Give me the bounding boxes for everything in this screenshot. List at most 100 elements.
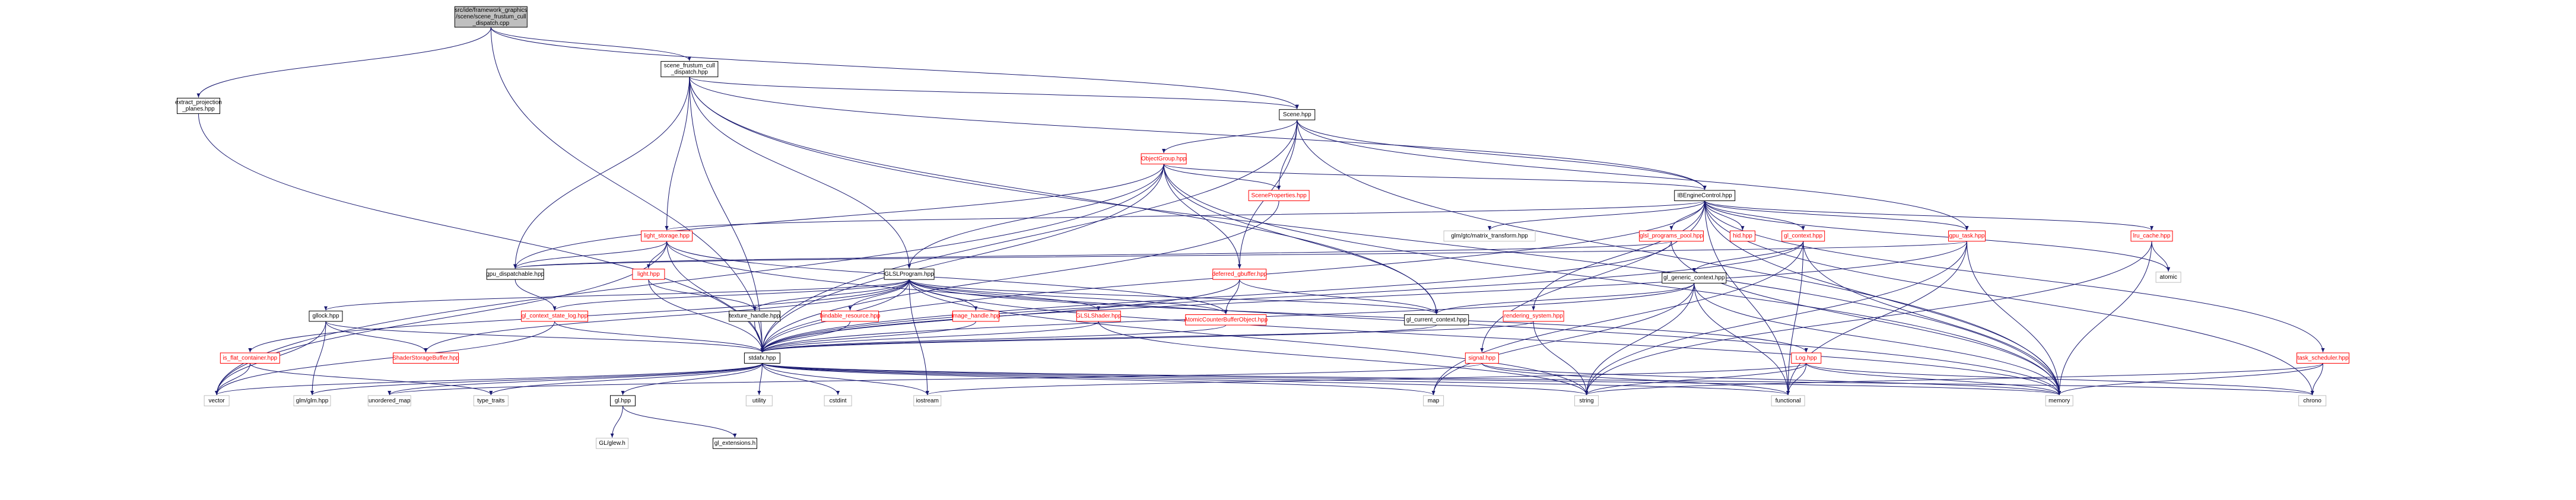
edge-deferred-to-glcurctx [1239, 279, 1438, 314]
edge-glctx-to-memory [1803, 241, 2062, 395]
dependency-edge [1694, 283, 2062, 395]
node-label: gl_context.hpp [1784, 233, 1822, 240]
node-texhandle[interactable]: texture_handle.hpp [729, 310, 781, 322]
node-ssbo[interactable]: ShaderStorageBuffer.hpp [392, 352, 459, 364]
node-string[interactable]: string [1574, 395, 1599, 406]
node-sceneprops[interactable]: SceneProperties.hpp [1248, 190, 1310, 202]
node-root[interactable]: src/ide/framework_graphics/scene/scene_f… [454, 6, 528, 28]
node-chrono[interactable]: chrono [2298, 395, 2327, 406]
dependency-edge [215, 363, 250, 395]
node-rendsys[interactable]: rendering_system.hpp [1503, 310, 1564, 322]
node-memory[interactable]: memory [2045, 395, 2073, 406]
node-label: is_flat_container.hpp [223, 355, 277, 361]
node-hid[interactable]: hid.hpp [1730, 230, 1756, 242]
node-glctx[interactable]: gl_context.hpp [1781, 230, 1825, 242]
node-umap[interactable]: unordered_map [367, 395, 411, 406]
dependency-edge [760, 324, 1227, 353]
node-lightstorage[interactable]: light_storage.hpp [641, 230, 693, 242]
node-gpudisp[interactable]: gpu_dispatchable.hpp [486, 269, 545, 280]
node-extract[interactable]: extract_projection_planes.hpp [175, 97, 222, 114]
node-deferred[interactable]: deferred_gbuffer.hpp [1212, 269, 1268, 280]
edge-ibengine-to-lightstorage [665, 200, 1705, 231]
node-glm_mt[interactable]: glm/gtc/matrix_transform.hpp [1443, 230, 1536, 242]
node-bindres[interactable]: bindable_resource.hpp [820, 310, 881, 322]
edge-glhpp-to-glew [610, 406, 623, 438]
edge-glctx-to-stdafx [760, 241, 1804, 352]
edge-lrucache-to-string [1584, 241, 2152, 395]
edge-lrucache-to-atomic [2151, 241, 2171, 272]
dependency-edge [760, 279, 1240, 352]
node-glcurctx[interactable]: gl_current_context.hpp [1404, 314, 1469, 326]
node-gllock[interactable]: gllock.hpp [309, 310, 343, 322]
node-glctxstate[interactable]: gl_context_state_log.hpp [521, 310, 589, 322]
dependency-edge [1533, 321, 1589, 395]
node-box [1771, 395, 1805, 406]
dependency-edge [1806, 363, 2062, 396]
node-label: gl.hpp [615, 397, 631, 404]
node-signal[interactable]: signal.hpp [1465, 352, 1499, 364]
dependency-edge [1584, 363, 2324, 396]
node-objgroup[interactable]: ObjectGroup.hpp [1141, 153, 1187, 165]
edge-ibengine-to-hid [1704, 200, 1745, 231]
node-label: iostream [916, 397, 939, 404]
edge-log-to-memory [1806, 363, 2062, 396]
node-isflat[interactable]: is_flat_container.hpp [220, 352, 280, 364]
node-scene[interactable]: Scene.hpp [1279, 109, 1316, 120]
edge-stdafx-to-umap [387, 363, 763, 396]
node-iostream[interactable]: iostream [913, 395, 942, 406]
node-glhpp[interactable]: gl.hpp [610, 395, 636, 406]
node-log[interactable]: Log.hpp [1791, 352, 1822, 364]
node-cstdint[interactable]: cstdint [824, 395, 852, 406]
dependency-edge [424, 279, 910, 352]
node-atomic[interactable]: atomic [2155, 272, 2181, 283]
edge-root-to-scene [490, 27, 1299, 109]
edge-objgroup-to-sceneprops [1163, 164, 1281, 190]
node-vector[interactable]: vector [204, 395, 230, 406]
node-tasksched[interactable]: task_scheduler.hpp [2297, 352, 2350, 364]
edge-ibengine-to-glm_mt [1488, 200, 1705, 231]
node-gputask[interactable]: gpu_task.hpp [1948, 230, 1986, 242]
node-glgeneric[interactable]: gl_generic_context.hpp [1662, 272, 1727, 284]
node-glext[interactable]: gl_extensions.h [712, 438, 757, 449]
node-label: utility [752, 397, 766, 404]
dependency-edge [760, 321, 976, 353]
edge-light-to-texhandle [648, 279, 757, 311]
node-imghandle[interactable]: image_handle.hpp [951, 310, 1000, 322]
dependency-edge [490, 27, 1299, 109]
node-label: SceneProperties.hpp [1251, 192, 1307, 199]
edge-signal-to-functional [1481, 363, 1790, 396]
node-glmglm[interactable]: glm/glm.hpp [293, 395, 331, 406]
dependency-edge [760, 321, 1534, 353]
node-label: gl_current_context.hpp [1406, 317, 1467, 323]
node-glslprog[interactable]: GLSLProgram.hpp [884, 269, 935, 280]
node-stdafx[interactable]: stdafx.hpp [744, 352, 780, 364]
dependency-edge [1163, 164, 1707, 190]
node-glslshader[interactable]: GLSLShader.hpp [1076, 310, 1122, 322]
node-box [1791, 352, 1822, 364]
node-acbo[interactable]: AtomicCounterBufferObject.hpp [1184, 314, 1268, 326]
node-box [1443, 230, 1536, 242]
node-glslpool[interactable]: glsl_programs_pool.hpp [1639, 230, 1704, 242]
node-map[interactable]: map [1423, 395, 1444, 406]
node-utility[interactable]: utility [745, 395, 773, 406]
node-box [1662, 272, 1727, 284]
node-ibengine[interactable]: IBEngineControl.hpp [1674, 190, 1736, 202]
dependency-edge [1488, 200, 1705, 231]
dependency-edge [513, 77, 690, 269]
node-box [745, 395, 773, 406]
node-lrucache[interactable]: lru_cache.hpp [2130, 230, 2173, 242]
node-functional[interactable]: functional [1771, 395, 1805, 406]
node-glew[interactable]: GL/glew.h [596, 438, 629, 449]
dependency-edge [215, 363, 763, 396]
node-typetraits[interactable]: type_traits [473, 395, 509, 406]
node-light[interactable]: light.hpp [632, 269, 665, 280]
edge-scene-to-sceneprops [1277, 120, 1298, 190]
node-box [1212, 269, 1267, 280]
node-sfcd[interactable]: scene_frustum_cull_dispatch.hpp [660, 60, 719, 78]
node-label: _dispatch.hpp [671, 69, 709, 76]
node-box [2155, 272, 2181, 283]
dependency-edge [689, 77, 2062, 395]
dependency-edge [1786, 241, 1804, 395]
dependency-edge [907, 164, 1164, 269]
dependency-edge [513, 164, 1164, 269]
